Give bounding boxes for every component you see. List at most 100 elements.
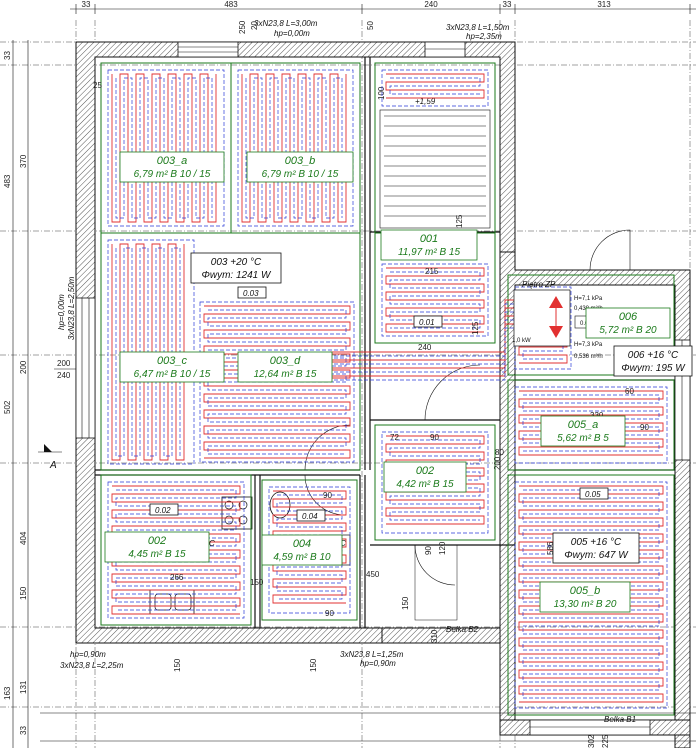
bottom-notes: hp=0,90m 3xN23,8 L=2,25m 3xN23,8 L=1,25m… (40, 625, 696, 742)
dim-top-s1: 250 (238, 20, 247, 34)
supply-pipes (330, 299, 514, 381)
zone-label-002a: 002 4,45 m² B 15 (104, 531, 210, 563)
loop-outline-4 (381, 69, 489, 107)
svg-text:C: C (340, 539, 346, 548)
loop-return-1 (245, 77, 343, 219)
svg-text:H=7,1 kPa: H=7,1 kPa (574, 296, 603, 302)
loop-outline-11 (514, 481, 668, 709)
svg-text:150: 150 (309, 658, 318, 672)
zone-label-003c: 003_c 6,47 m² B 10 / 15 (119, 351, 225, 383)
svg-text:12,64 m² B 15: 12,64 m² B 15 (254, 369, 317, 380)
staircase: +1,59 100 125 (377, 86, 491, 229)
svg-text:005_b: 005_b (570, 585, 601, 597)
svg-text:310: 310 (430, 629, 439, 643)
dim-top-3: 240 (424, 0, 438, 9)
svg-text:6,79 m² B 10 / 15: 6,79 m² B 10 / 15 (262, 169, 339, 180)
zone-label-004: 004 4,59 m² B 10 (261, 534, 343, 566)
svg-text:90: 90 (640, 423, 649, 432)
svg-text:215: 215 (425, 267, 439, 276)
dim-left-9: 131 (19, 680, 28, 694)
dim-left-4: 502 (3, 400, 12, 414)
loop-pipe-11 (518, 485, 664, 703)
loop-pipe-1 (241, 73, 347, 223)
dim-window-240: 240 (57, 371, 71, 380)
zone-label-005b: 005_b 13,30 m² B 20 (539, 581, 631, 613)
svg-text:001: 001 (420, 233, 438, 245)
svg-text:1,0 kW: 1,0 kW (512, 338, 531, 344)
pipe-note-top-left-b: hp=0,00m (274, 29, 310, 38)
svg-text:Φwym: 1241 W: Φwym: 1241 W (202, 270, 273, 281)
svg-text:003_b: 003_b (285, 155, 316, 167)
dim-top-s2: 20 (250, 21, 259, 30)
svg-text:5,72 m² B 20: 5,72 m² B 20 (599, 325, 657, 336)
svg-text:200: 200 (493, 456, 502, 470)
svg-text:586: 586 (546, 541, 555, 555)
dim-top-1: 33 (82, 0, 91, 9)
svg-text:H=7,3 kPa: H=7,3 kPa (574, 342, 603, 348)
pipe-note-top-left-a: 3xN23,8 L=3,00m (254, 19, 318, 28)
svg-text:150: 150 (173, 658, 182, 672)
tag-004: 0.04 (302, 512, 318, 521)
zone-label-006: 006 5,72 m² B 20 (585, 307, 671, 339)
svg-text:72: 72 (390, 433, 399, 442)
svg-text:003 +20 °C: 003 +20 °C (211, 257, 262, 268)
dim-top-4: 33 (503, 0, 512, 9)
tag-001: 0.01 (419, 318, 435, 327)
room-summary-006: 006 +16 °C Φwym: 195 W (613, 345, 693, 377)
dim-top-2: 483 (224, 0, 238, 9)
svg-text:6,79 m² B 10 / 15: 6,79 m² B 10 / 15 (134, 169, 211, 180)
svg-text:002: 002 (148, 535, 166, 547)
loop-outline-10 (514, 386, 668, 464)
stair-dim-100: 100 (377, 86, 386, 100)
loop-outline-1 (237, 69, 354, 227)
zone-label-002b: 002 4,42 m² B 15 (383, 461, 467, 493)
svg-text:5,62 m² B 5: 5,62 m² B 5 (557, 433, 609, 444)
pipe-note-left-b: 3xN23,8 L=2,50m (67, 276, 76, 340)
svg-text:240: 240 (418, 343, 432, 352)
svg-text:6,47 m² B 10 / 15: 6,47 m² B 10 / 15 (134, 369, 211, 380)
svg-text:120: 120 (438, 541, 447, 555)
belka-b1: Belka B1 (604, 715, 636, 724)
loop-outline-5 (381, 263, 489, 337)
dim-left-3: 370 (19, 154, 28, 168)
pipe-note-bottom-left-a: hp=0,90m (70, 650, 106, 659)
svg-text:A: A (49, 460, 57, 471)
tag-005: 0.05 (585, 490, 601, 499)
pipe-note-bottom-mid-a: 3xN23,8 L=1,25m (340, 650, 404, 659)
zone-label-001: 001 11,97 m² B 15 (380, 229, 478, 261)
svg-text:006 +16 °C: 006 +16 °C (628, 350, 679, 361)
loop-pipe-2 (111, 243, 185, 461)
dim-top-5: 313 (597, 0, 611, 9)
tag-003: 0.03 (243, 289, 259, 298)
zone-label-003a: 003_a 6,79 m² B 10 / 15 (119, 151, 225, 183)
loop-pipe-5 (385, 267, 485, 333)
svg-text:003_a: 003_a (157, 155, 188, 167)
loop-pipe-0 (111, 73, 217, 223)
dim-left-8: 163 (3, 686, 12, 700)
svg-text:13,30 m² B 20: 13,30 m² B 20 (554, 599, 617, 610)
dim-left-2: 483 (3, 174, 12, 188)
manifold-label: Piętro ZP (522, 280, 556, 289)
svg-text:90: 90 (424, 546, 433, 555)
loop-outline-8 (381, 431, 489, 534)
zone-label-003b: 003_b 6,79 m² B 10 / 15 (246, 151, 354, 183)
zone-label-005a: 005_a 5,62 m² B 5 (540, 415, 626, 447)
svg-text:0,536 m³/h: 0,536 m³/h (574, 354, 603, 360)
pipe-note-left-a: hp=0,00m (57, 294, 66, 330)
belka-b2: Belka B2 (446, 625, 479, 634)
manifold: 0.01 H=7,1 kPa 0,438 m³/h H=7,3 kPa 0,53… (512, 280, 603, 360)
svg-text:330: 330 (590, 411, 604, 420)
dim-top-s3: 50 (366, 21, 375, 30)
room-summaries: 003 +20 °C Φwym: 1241 W 006 +16 °C Φwym:… (190, 252, 693, 564)
section-marker-a: A (38, 444, 62, 471)
dim-left-7: 150 (19, 586, 28, 600)
svg-text:003_d: 003_d (270, 355, 301, 367)
dim-left-1: 33 (3, 51, 12, 60)
zone-labels: 003_a 6,79 m² B 10 / 15 003_b 6,79 m² B … (104, 151, 671, 613)
loop-return-4 (389, 77, 481, 95)
svg-text:002: 002 (416, 465, 434, 477)
svg-text:4,45 m² B 15: 4,45 m² B 15 (128, 549, 186, 560)
svg-text:125: 125 (471, 321, 480, 335)
svg-text:C: C (209, 539, 215, 548)
